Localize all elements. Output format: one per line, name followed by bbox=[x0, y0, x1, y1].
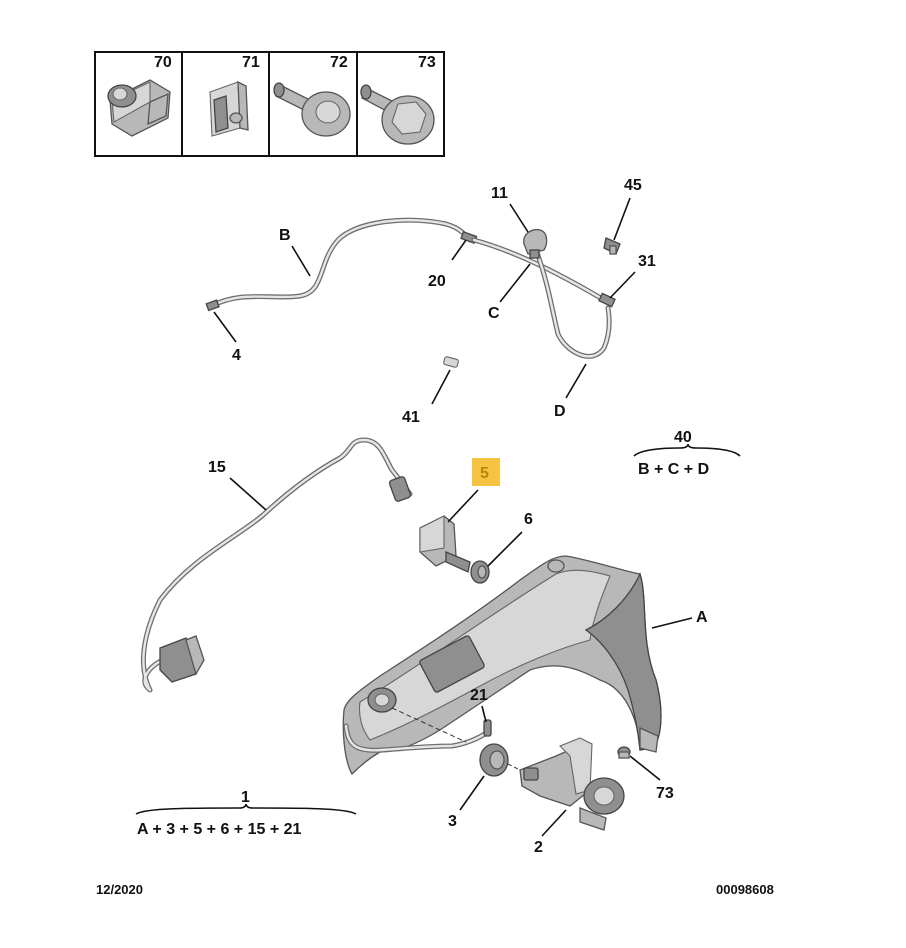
callout-c: C bbox=[488, 305, 500, 322]
connector-31 bbox=[598, 292, 616, 308]
hose-15-fitting bbox=[388, 476, 412, 502]
hex-bolt-icon bbox=[360, 84, 435, 145]
callout-labels: 11 45 B 31 20 C 4 41 D 15 5 6 A 21 73 3 … bbox=[208, 177, 708, 856]
hose-15-connector bbox=[159, 635, 205, 683]
group-1-ref: 1 bbox=[241, 789, 250, 806]
callout-4: 4 bbox=[232, 347, 241, 364]
fastener-ref-70: 70 bbox=[154, 54, 172, 71]
callout-5-highlight bbox=[472, 458, 500, 486]
hose-c bbox=[471, 237, 607, 303]
callout-2: 2 bbox=[534, 839, 543, 856]
push-rivet-icon bbox=[273, 82, 351, 137]
seal-6 bbox=[470, 560, 490, 584]
reservoir-filler bbox=[343, 707, 491, 753]
group-40: 40 B + C + D bbox=[633, 429, 741, 478]
bracket-clip-icon bbox=[209, 80, 249, 137]
callout-5: 5 bbox=[480, 465, 489, 482]
callout-21: 21 bbox=[470, 687, 488, 704]
pump-2 bbox=[519, 737, 625, 831]
fastener-table: 70 71 72 73 bbox=[94, 51, 445, 157]
bolt-73 bbox=[617, 746, 631, 759]
group-40-ref: 40 bbox=[674, 429, 692, 446]
callout-6: 6 bbox=[524, 511, 533, 528]
group-1-brace bbox=[135, 803, 357, 815]
hose-15 bbox=[140, 437, 413, 693]
callout-b: B bbox=[279, 227, 291, 244]
group-40-formula: B + C + D bbox=[638, 461, 709, 478]
hose-b bbox=[209, 217, 473, 309]
fastener-ref-72: 72 bbox=[330, 54, 348, 71]
callout-a: A bbox=[696, 609, 708, 626]
callout-3: 3 bbox=[448, 813, 457, 830]
callout-20: 20 bbox=[428, 273, 446, 290]
callout-d: D bbox=[554, 403, 566, 420]
hose-d bbox=[533, 247, 612, 359]
group-1: 1 A + 3 + 5 + 6 + 15 + 21 bbox=[135, 789, 357, 838]
fastener-ref-71: 71 bbox=[242, 54, 260, 71]
leader-lines bbox=[213, 197, 693, 837]
callout-41: 41 bbox=[402, 409, 420, 426]
clip-45 bbox=[603, 237, 621, 255]
reservoir-a bbox=[342, 555, 662, 776]
grommet-3 bbox=[479, 743, 509, 777]
group-1-formula: A + 3 + 5 + 6 + 15 + 21 bbox=[137, 821, 302, 838]
callout-31: 31 bbox=[638, 253, 656, 270]
callout-45: 45 bbox=[624, 177, 642, 194]
nozzle-11 bbox=[523, 228, 548, 259]
group-40-brace bbox=[633, 443, 741, 457]
grommet-41 bbox=[443, 356, 459, 368]
clip-nut-icon bbox=[107, 79, 171, 137]
footer-date: 12/2020 bbox=[96, 882, 143, 897]
connector-4 bbox=[205, 299, 220, 312]
callout-73: 73 bbox=[656, 785, 674, 802]
pump-5 bbox=[419, 515, 471, 573]
fastener-ref-73: 73 bbox=[418, 54, 436, 71]
sensor-21 bbox=[483, 719, 492, 737]
footer: 12/2020 00098608 bbox=[96, 882, 774, 897]
callout-15: 15 bbox=[208, 459, 226, 476]
footer-code: 00098608 bbox=[716, 882, 774, 897]
callout-11: 11 bbox=[491, 185, 508, 202]
